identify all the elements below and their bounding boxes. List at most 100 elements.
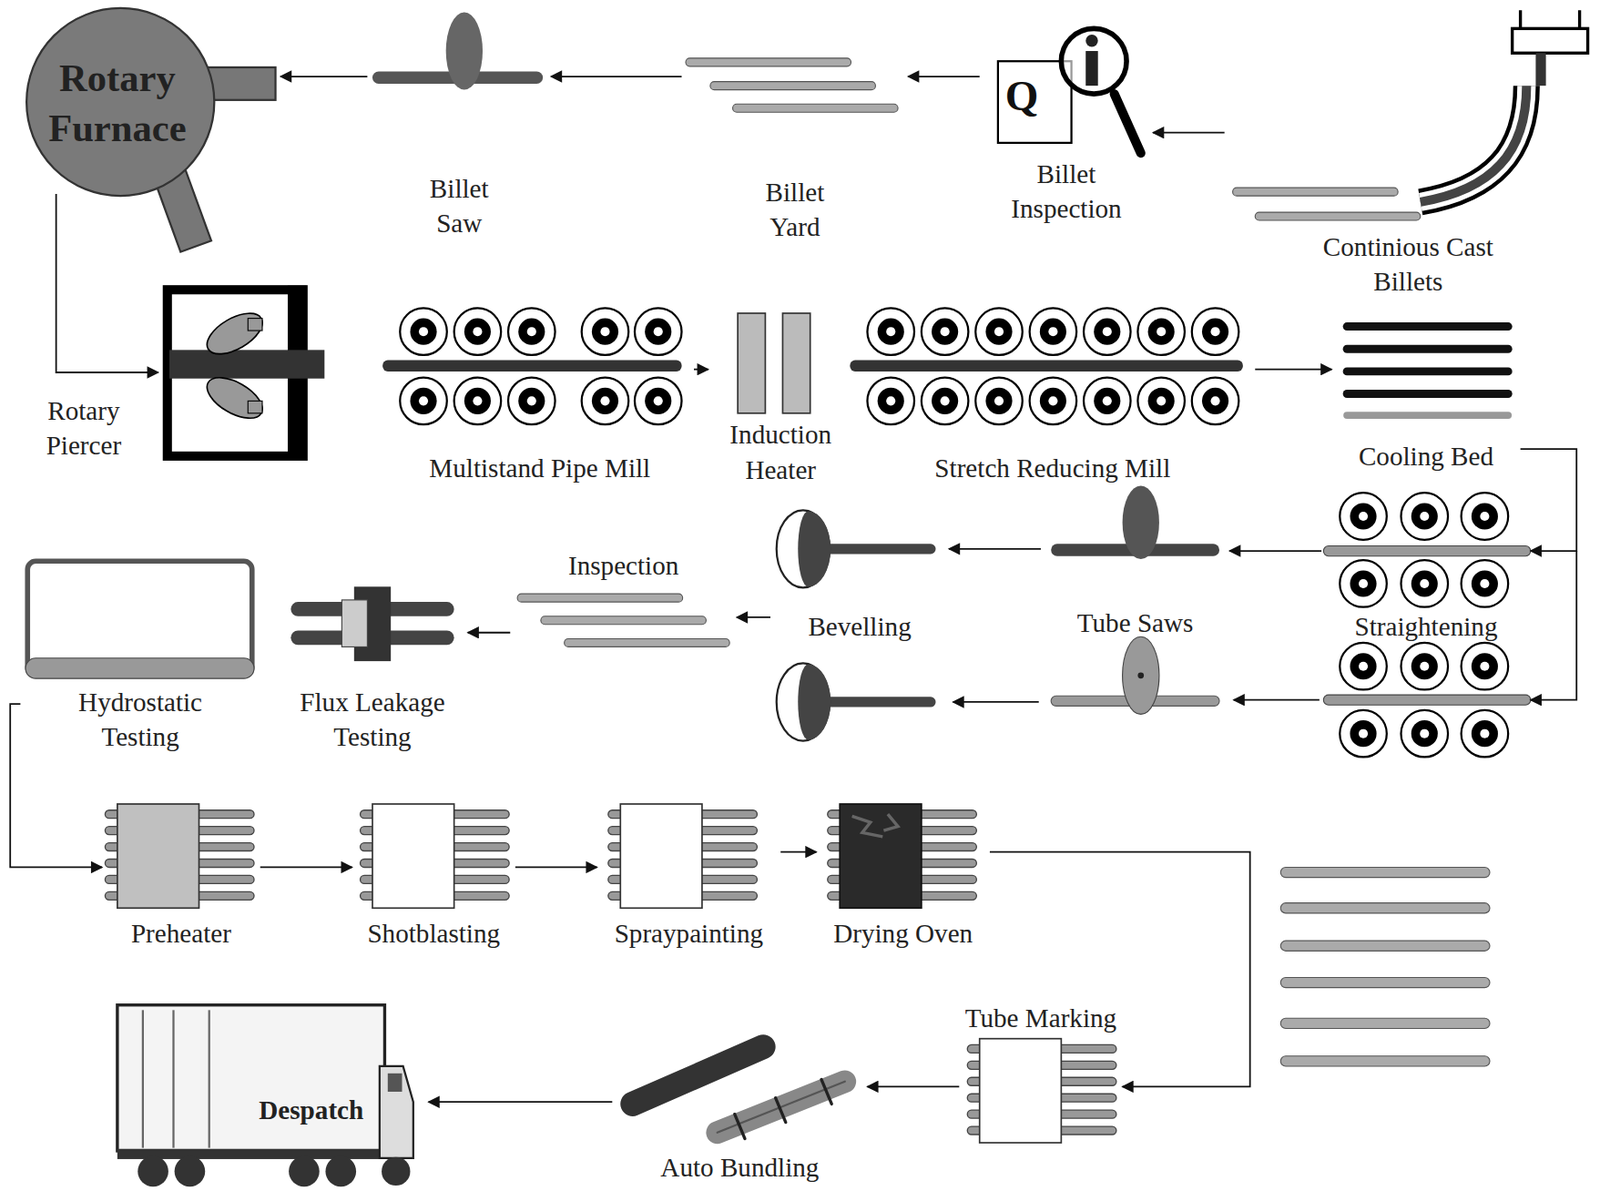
multistand-mill-part [581, 307, 630, 356]
painted-tube-stack [1280, 866, 1490, 1067]
station-caption: Tube Marking [965, 1001, 1117, 1037]
hydrostatic-tester [25, 560, 255, 679]
continuous-caster-part [1233, 187, 1399, 196]
straightening-rolls-part [1323, 545, 1530, 556]
flow-arrow [989, 852, 1251, 1088]
hydrostatic-tester-part [25, 658, 255, 679]
flow-arrow [428, 1100, 613, 1103]
straightening-rolls-part [1401, 642, 1449, 691]
multistand-mill-part [454, 307, 502, 356]
station-caption: Inspection [568, 549, 679, 584]
stretch-reducing-mill-part [1083, 377, 1132, 426]
station-caption: Rotary Furnace [30, 52, 204, 154]
painted-tube-stack-part [1280, 1018, 1490, 1029]
flow-arrow [515, 866, 598, 869]
flow-arrow [10, 703, 102, 867]
stretch-reducing-mill-part [975, 307, 1023, 356]
cooling-bed-tubes-part [1346, 389, 1509, 398]
station-caption: Despatch [234, 1093, 388, 1129]
continuous-caster-part [1535, 52, 1546, 86]
despatch-truck-part [208, 1009, 211, 1148]
inspected-tubes-part [540, 616, 707, 625]
stretch-reducing-mill-part [1029, 307, 1078, 356]
straightening-rolls-part [1401, 492, 1449, 541]
straightening-rolls-part [1530, 550, 1577, 701]
rotary-piercer-part [247, 318, 263, 331]
bevelling-heads-part [821, 696, 937, 707]
flow-arrow [550, 75, 682, 78]
flow-arrow [1254, 368, 1332, 371]
multistand-mill-part [454, 377, 502, 426]
painted-tube-stack-part [1280, 977, 1490, 988]
billet-yard-stock [685, 58, 898, 113]
multistand-mill-part [382, 360, 682, 372]
straightening-rolls-part [1461, 642, 1509, 691]
rotary-furnace-part [26, 8, 215, 196]
despatch-truck [117, 1005, 414, 1187]
tube-bundles-part [775, 1098, 786, 1123]
coating-line-part [852, 814, 898, 837]
flow-arrow [948, 548, 1041, 551]
flow-arrow [1229, 550, 1322, 552]
station-caption: Preheater [131, 917, 232, 953]
straightening-rolls-part [1401, 560, 1449, 608]
despatch-truck-part [142, 1009, 144, 1148]
stretch-reducing-mill-part [866, 307, 915, 356]
straightening-rolls-part [1339, 710, 1387, 758]
flow-arrow [1152, 132, 1224, 134]
cooling-bed-tubes-part [1346, 322, 1509, 331]
station-caption: Induction Heater [713, 418, 847, 489]
coating-line-part [117, 804, 200, 908]
inspected-tubes-part [517, 593, 683, 602]
stretch-reducing-mill-part [921, 377, 969, 426]
station-caption: Straightening [1354, 610, 1498, 645]
rotary-piercer [167, 285, 326, 459]
cooling-bed-tubes [1346, 326, 1509, 416]
induction-coils-part [737, 313, 765, 414]
despatch-truck-part [381, 1157, 410, 1186]
station-caption: Bevelling [807, 610, 911, 645]
multistand-mill-part [508, 377, 556, 426]
billet-yard-stock-part [685, 58, 852, 67]
stretch-reducing-mill-part [1083, 307, 1132, 356]
stretch-reducing-mill-part [849, 360, 1243, 372]
process-station: Flux Leakage Testing [276, 581, 469, 755]
despatch-truck-part [137, 1156, 169, 1188]
process-station: Billet Yard [682, 50, 909, 245]
flow-arrow [1520, 448, 1578, 551]
station-caption: Auto Bundling [660, 1151, 819, 1186]
continuous-caster-part [1518, 10, 1522, 29]
stretch-reducing-mill [849, 307, 1243, 425]
despatch-truck-part [172, 1009, 174, 1148]
station-caption: Flux Leakage Testing [283, 685, 462, 755]
tube-saws-part [1122, 636, 1160, 714]
straightening-rolls-part [1461, 492, 1509, 541]
straightening-rolls [1323, 492, 1577, 757]
station-caption: Hydrostatic Testing [50, 685, 230, 755]
billet-saw [372, 11, 543, 90]
stretch-reducing-mill-part [866, 377, 915, 426]
cooling-bed-tubes-part [1346, 366, 1509, 376]
tube-marker-part [979, 1039, 1062, 1143]
flow-arrow [468, 631, 511, 634]
inspection-icon-part [1085, 34, 1098, 47]
process-station: Auto Bundling [611, 1030, 867, 1186]
despatch-truck-part [387, 1073, 403, 1092]
continuous-caster-part [1420, 85, 1528, 203]
cooling-bed-tubes-part [1346, 345, 1509, 354]
stretch-reducing-mill-part [1192, 377, 1240, 426]
coating-line-part [620, 804, 703, 908]
painted-tube-stack-part [1280, 940, 1490, 951]
process-station: Spraypainting [597, 798, 782, 952]
billet-yard-stock-part [733, 103, 899, 113]
bevelling-heads-part [797, 510, 831, 587]
billet-yard-stock-part [710, 81, 877, 91]
bevelling-heads-part [953, 701, 1040, 704]
station-caption: Billet Yard [743, 175, 846, 245]
bevelling-heads-part [797, 663, 831, 740]
tube-saws-part [1233, 699, 1320, 702]
straightening-rolls-part [1339, 642, 1387, 691]
process-station: Shotblasting [352, 798, 516, 952]
station-caption: Cooling Bed [1358, 439, 1494, 475]
